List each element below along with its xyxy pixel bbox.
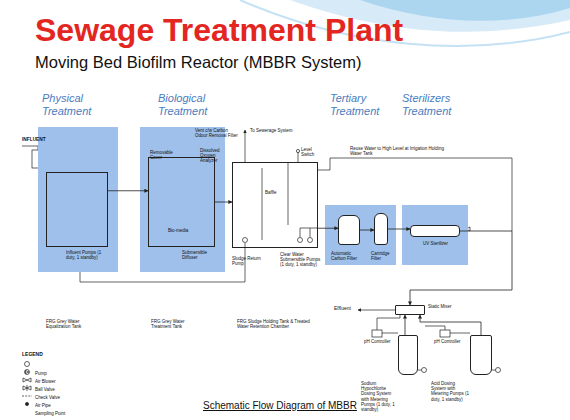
metering-pump-symbol (496, 368, 501, 373)
part-label: FRG Grey Water Equalization Tank (46, 319, 101, 329)
part-label: FRG Grey Water Treatment Tank (151, 319, 206, 329)
sewer-pipe (245, 130, 246, 162)
influent-pipe (22, 146, 38, 150)
legend-row: Check Valve (35, 385, 95, 403)
metering-pump-symbol (422, 368, 427, 373)
pipe-connector (388, 229, 410, 230)
pipe-connector (318, 228, 338, 229)
part-label: Influent Pumps (1 duty, 1 standby) (66, 250, 111, 260)
dosing-pipe (492, 370, 496, 371)
subtitle: Moving Bed Biofilm Reactor (MBBR System) (35, 53, 455, 72)
legend-air-pipe-symbol (22, 396, 32, 397)
pump-symbol (243, 238, 248, 243)
uv-sterilizer: UV Sterilizer (410, 225, 460, 237)
part-label: Clear Water Submersible Pumps (1 duty, 1… (280, 252, 322, 268)
band-heading: Biological Treatment (158, 92, 220, 117)
connector-group (108, 191, 512, 335)
ph-controller-box (440, 330, 450, 337)
legend-row: Sampling Point (35, 401, 95, 419)
effluent-pipe (358, 310, 395, 311)
equalization-tank: FRG Grey Water Equalization Tank (46, 172, 108, 247)
legend-row: Ball Valve (35, 377, 95, 395)
band-heading: Tertiary Treatment (330, 92, 388, 117)
treatment-band: Tertiary TreatmentAutomatic Carbon Filte… (325, 205, 396, 265)
level-switch (298, 152, 299, 162)
legend-blower-symbol (25, 370, 30, 375)
part-label: Vent c/w Carbon Odour Removal Filter (195, 128, 240, 138)
mbbr-tank: FRG Grey Water Treatment Tank (148, 157, 215, 247)
pump-symbol (298, 238, 303, 243)
legend-text: Air Pipe (35, 403, 51, 408)
level-switch (296, 149, 299, 152)
part-label: Dissolved Oxygen Analyzer (200, 148, 230, 164)
dosing-pipe (418, 370, 422, 371)
pump-symbol (308, 238, 313, 243)
pipe-connector (360, 230, 374, 231)
band-heading: Physical Treatment (42, 92, 97, 117)
baffle-wall (262, 168, 263, 240)
band-heading: Sterilizers Treatment (402, 92, 466, 117)
baffle-wall (288, 162, 289, 225)
pipe-connector (215, 202, 232, 203)
part-label: Cartridge Filter (371, 251, 393, 261)
part-label: Submersible Diffuser (182, 250, 217, 260)
control-wire (425, 326, 470, 333)
sludge-holding-tank: FRG Sludge Holding Tank & Treated Water … (232, 162, 318, 248)
part-label: Level Switch (301, 147, 326, 157)
part-label: UV Sterilizer (423, 241, 453, 246)
pipe-connector (108, 190, 148, 191)
ph-controller-box (372, 330, 382, 337)
carbon-filter: Automatic Carbon Filter (338, 215, 360, 245)
part-label: Acid Dosing System with Metering Pumps (… (431, 381, 469, 402)
part-label: Effluent (334, 306, 358, 312)
legend-text: Check Valve (35, 395, 60, 400)
part-label: FRG Sludge Holding Tank & Treated Water … (237, 319, 317, 329)
dosing-tank: Acid Dosing System with Metering Pumps (… (470, 335, 492, 375)
caption: Schematic Flow Diagram of MBBR (203, 400, 403, 412)
legend-ball-valve-symbol (23, 378, 31, 382)
legend-blower-symbol (26, 371, 30, 374)
static-mixer: Static Mixer (395, 305, 425, 315)
legend-heading: LEGEND (22, 352, 52, 358)
part-label: pH Controller (364, 339, 392, 344)
legend-row: Pump (35, 361, 95, 379)
legend-text: Sampling Point (35, 411, 65, 416)
title: Sewage Treatment Plant (35, 12, 535, 49)
legend-row: Air Blower (35, 369, 95, 387)
note-label: Reuse Water to High Level at Irrigation … (350, 146, 445, 156)
part-label: To Sewerage System (250, 128, 295, 133)
part-label: Static Mixer (428, 304, 458, 309)
pump-riser (300, 228, 318, 237)
part-label: Sludge Return Pump (232, 256, 267, 266)
pipe-connector (405, 315, 406, 335)
dosing-tank: Sodium Hypochlorite Dosing System with M… (398, 335, 418, 375)
part-label: INFLUENT (22, 137, 52, 143)
legend-row: Air Pipe (35, 393, 95, 411)
part-label: Bio-media (168, 228, 198, 233)
legend-pump-symbol (25, 362, 30, 367)
part-label: Removable Cover (150, 150, 185, 160)
treatment-band: Sterilizers TreatmentUV Sterilizer (402, 205, 468, 265)
cartridge-filter: Cartridge Filter (374, 213, 388, 245)
part-label: Automatic Carbon Filter (331, 251, 361, 261)
legend-text: Ball Valve (35, 387, 55, 392)
legend-text: Air Blower (35, 379, 56, 384)
legend-text: Pump (35, 371, 47, 376)
pipe-connector (420, 315, 481, 335)
pipe-connector (410, 231, 512, 305)
control-wire (377, 315, 400, 333)
part-label: pH Controller (434, 339, 462, 344)
part-label: Sodium Hypochlorite Dosing System with M… (361, 381, 399, 412)
part-label: Baffle (265, 190, 285, 195)
legend-sampling-symbol (25, 402, 28, 405)
legend-check-valve-symbol (23, 385, 31, 391)
